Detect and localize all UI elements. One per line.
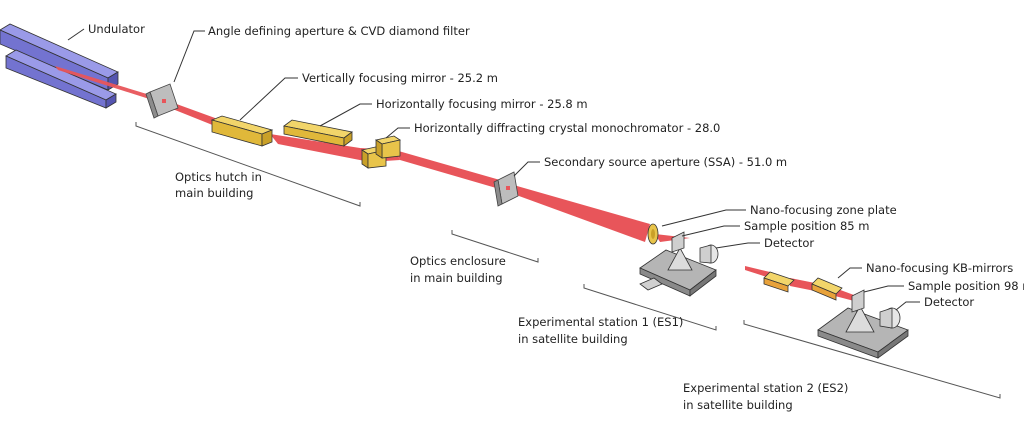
detector2-label: Detector (924, 295, 974, 309)
es2-label-1: Experimental station 2 (ES2) (683, 381, 848, 395)
ssa-label: Secondary source aperture (SSA) - 51.0 m (544, 155, 787, 169)
vertically-focusing-mirror (210, 115, 274, 147)
undulator-magnets (0, 23, 119, 109)
mono-label: Horizontally diffracting crystal monochr… (414, 121, 720, 135)
aperture-label: Angle defining aperture & CVD diamond fi… (208, 24, 470, 38)
zone-plate-label: Nano-focusing zone plate (750, 203, 897, 217)
es1-label-1: Experimental station 1 (ES1) (518, 315, 683, 329)
optics-hutch-label-2: main building (175, 186, 253, 200)
optics-hutch-label-1: Optics hutch in (175, 170, 262, 184)
optics-enclosure-label-2: in main building (410, 271, 503, 285)
kb-mirrors (763, 271, 843, 301)
es1-stage (639, 231, 719, 297)
es1-label-2: in satellite building (518, 332, 628, 346)
secondary-source-aperture (493, 171, 519, 207)
angle-defining-aperture (145, 83, 179, 119)
leader-lines (67, 28, 920, 311)
optics-enclosure-label-1: Optics enclosure (410, 254, 506, 268)
es2-label-2: in satellite building (683, 398, 793, 412)
crystal-monochromator (360, 135, 402, 169)
undulator-label: Undulator (88, 22, 145, 36)
detector1-label: Detector (764, 236, 814, 250)
region-labels: Optics hutch in main building Optics enc… (175, 170, 848, 412)
sample2-label: Sample position 98 m (908, 279, 1024, 293)
kb-label: Nano-focusing KB-mirrors (866, 261, 1013, 275)
region-brackets (135, 122, 1001, 399)
horizontally-focusing-mirror (283, 119, 353, 147)
component-labels: Undulator Angle defining aperture & CVD … (88, 22, 1024, 309)
zone-plate (647, 223, 659, 245)
hfm-label: Horizontally focusing mirror - 25.8 m (376, 97, 588, 111)
sample1-label: Sample position 85 m (744, 219, 869, 233)
es2-stage (817, 289, 909, 359)
vfm-label: Vertically focusing mirror - 25.2 m (302, 71, 498, 85)
